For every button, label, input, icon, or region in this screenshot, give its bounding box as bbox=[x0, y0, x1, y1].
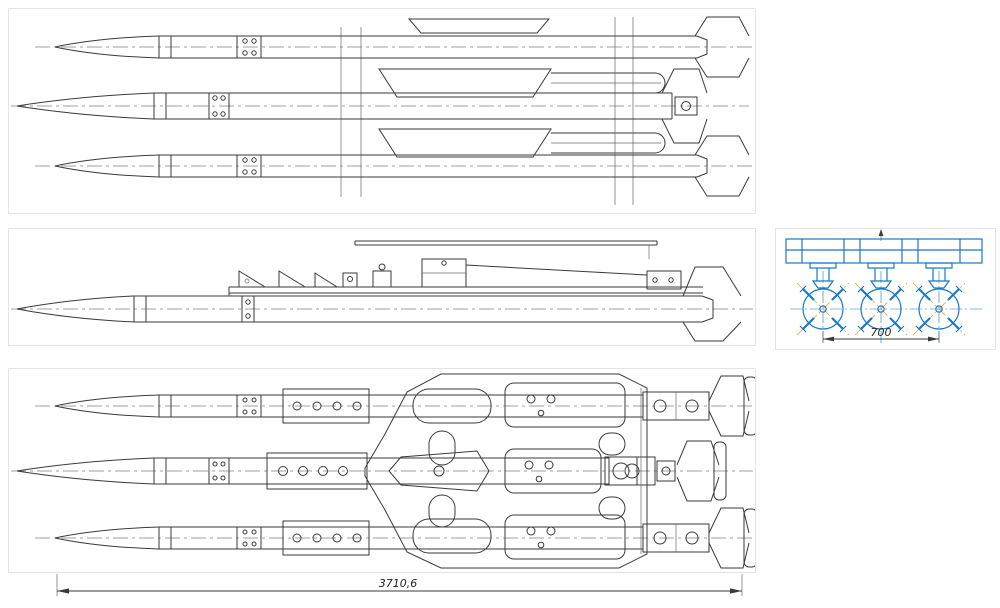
missile-1-plan bbox=[54, 375, 755, 437]
missile-1-top bbox=[54, 16, 750, 78]
view-plan bbox=[8, 368, 756, 573]
dimension-overall: 3710,6 bbox=[8, 574, 768, 606]
view-top bbox=[8, 8, 756, 214]
missile-3-plan bbox=[54, 507, 755, 569]
dimension-700-label: 700 bbox=[871, 326, 892, 339]
missile-2-plan bbox=[16, 440, 727, 502]
launcher-beam-side bbox=[228, 240, 703, 296]
missile-section-1 bbox=[796, 268, 850, 345]
dimension-700: 700 bbox=[822, 326, 940, 343]
launcher-rail-front bbox=[785, 238, 983, 269]
missile-3-top bbox=[54, 135, 750, 197]
missile-2-top bbox=[16, 68, 708, 144]
view-side bbox=[8, 228, 756, 346]
view-plan-svg bbox=[11, 373, 755, 569]
dimension-overall-svg: 3710,6 bbox=[56, 574, 743, 596]
view-top-svg bbox=[11, 16, 753, 205]
launcher-plate-plan bbox=[364, 373, 648, 569]
missile-side bbox=[16, 266, 742, 342]
view-front-svg: 700 bbox=[785, 229, 983, 345]
view-front: 700 bbox=[775, 228, 996, 350]
launcher-frame-top bbox=[340, 17, 666, 205]
view-side-svg bbox=[11, 240, 753, 342]
dimension-overall-label: 3710,6 bbox=[379, 577, 418, 590]
